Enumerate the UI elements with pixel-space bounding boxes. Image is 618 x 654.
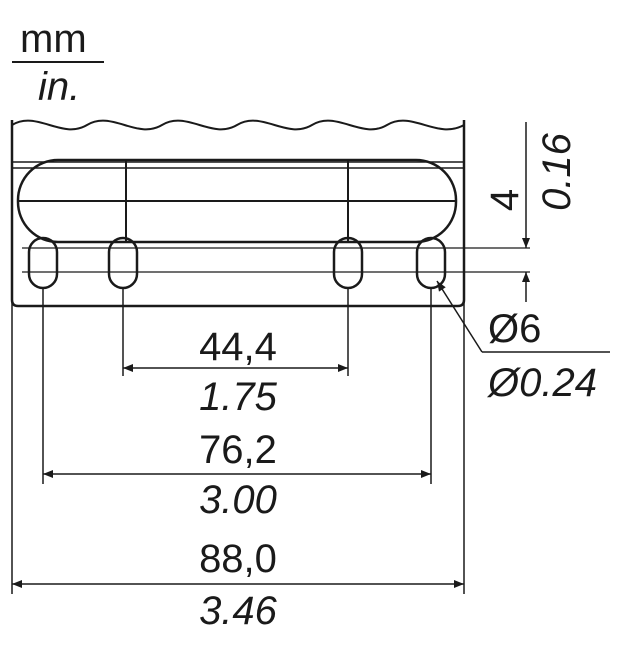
unit-legend: mm in.: [12, 17, 104, 109]
slot-3: [332, 236, 364, 290]
extension-lines: [11, 288, 465, 594]
inner-spacing-mm: 44,4: [199, 325, 277, 369]
slot-1: [27, 236, 59, 290]
dimension-slot-height: 4 0.16: [483, 122, 579, 302]
body-bottom-edge: [10, 299, 466, 308]
slot-height-in: 0.16: [535, 132, 579, 211]
unit-metric-label: mm: [20, 17, 87, 61]
hole-diameter-mm: Ø6: [488, 307, 541, 351]
unit-imperial-label: in.: [38, 65, 80, 109]
mounting-slots: [22, 236, 530, 290]
overall-width-in: 3.46: [199, 589, 278, 633]
hole-diameter-in: Ø0.24: [486, 361, 597, 405]
dimension-mid-spacing: 76,2 3.00: [43, 428, 431, 522]
dimension-inner-spacing: 44,4 1.75: [123, 325, 348, 419]
device-outline: [10, 119, 466, 308]
overall-width-mm: 88,0: [199, 537, 277, 581]
mid-spacing-in: 3.00: [199, 478, 277, 522]
dimension-hole-diameter: Ø6 Ø0.24: [436, 280, 610, 405]
slot-height-mm: 4: [483, 189, 527, 211]
slot-4: [415, 236, 447, 290]
mid-spacing-mm: 76,2: [199, 428, 277, 472]
slot-2: [107, 236, 139, 290]
dimension-overall-width: 88,0 3.46: [12, 537, 464, 633]
hole-leader-line: [436, 280, 483, 353]
inner-spacing-in: 1.75: [199, 375, 278, 419]
break-line: [11, 119, 465, 131]
